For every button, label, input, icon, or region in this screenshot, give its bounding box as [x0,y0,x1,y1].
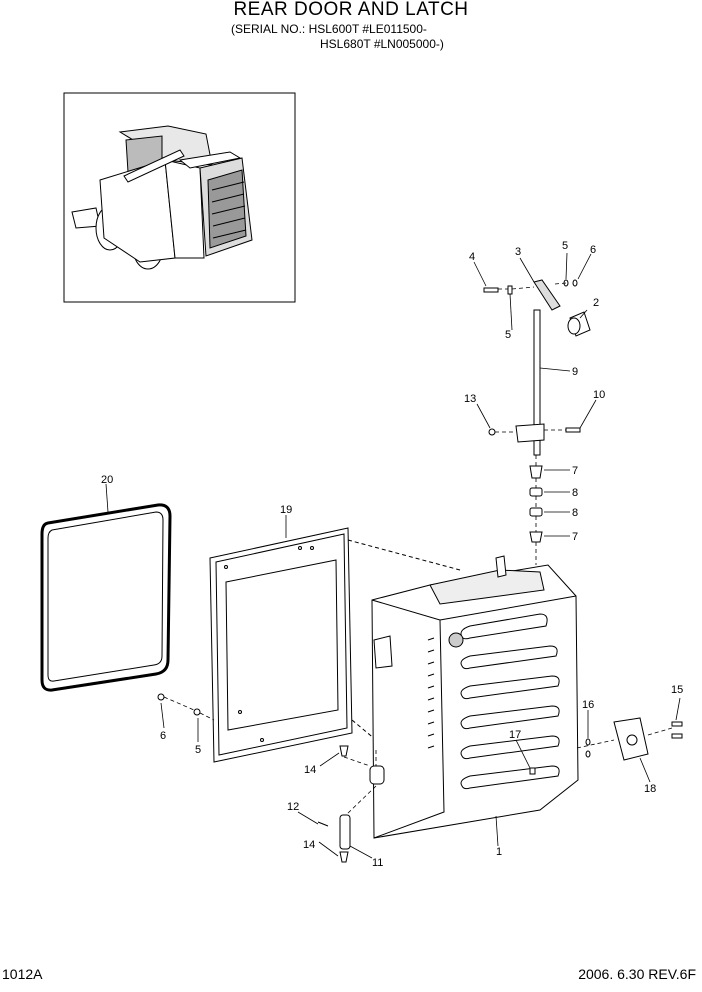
page-code: 1012A [2,966,43,982]
part-19-door-panel [209,527,461,763]
callout-14-top: 14 [304,764,316,776]
part-3-latch-handle [533,279,561,311]
part-1-rear-door [369,555,579,839]
part-20-door-seal [40,503,172,692]
part-18-striker-bracket [613,717,649,761]
leader-lines [105,252,681,859]
page-title: REAR DOOR AND LATCH [233,0,469,20]
callout-5-left: 5 [195,744,201,756]
callout-7-top: 7 [572,465,578,477]
callout-9: 9 [572,366,578,378]
callout-20: 20 [101,474,113,486]
callout-15: 15 [671,684,683,696]
small-hardware [157,279,683,863]
callout-19: 19 [280,504,292,516]
callout-8-top: 8 [572,487,578,499]
callout-16: 16 [582,699,594,711]
callout-5-top: 5 [562,240,568,252]
callout-6-top: 6 [590,244,596,256]
callout-5-mid: 5 [505,329,511,341]
serial-line-1: (SERIAL NO.: HSL600T #LE011500- [231,22,427,36]
part-9-latch-rod [515,309,545,456]
callout-10: 10 [593,389,605,401]
callout-8-bottom: 8 [572,507,578,519]
callout-7-bottom: 7 [572,531,578,543]
callout-17: 17 [509,729,521,741]
skid-steer-loader-icon [71,125,253,270]
inset-frame [63,92,296,303]
callout-14-bottom: 14 [303,839,315,851]
callout-18: 18 [644,783,656,795]
part-2-knob [567,311,591,337]
serial-line-2: HSL680T #LN005000-) [320,37,444,51]
callout-2: 2 [593,297,599,309]
callout-6-left: 6 [160,730,166,742]
callout-11: 11 [372,857,383,869]
callout-1: 1 [496,846,502,858]
guide-lines [163,282,673,816]
date-revision: 2006. 6.30 REV.6F [578,966,696,982]
callout-12: 12 [287,801,299,813]
callout-3: 3 [515,246,521,258]
callout-13: 13 [464,393,476,405]
callout-4: 4 [469,251,475,263]
